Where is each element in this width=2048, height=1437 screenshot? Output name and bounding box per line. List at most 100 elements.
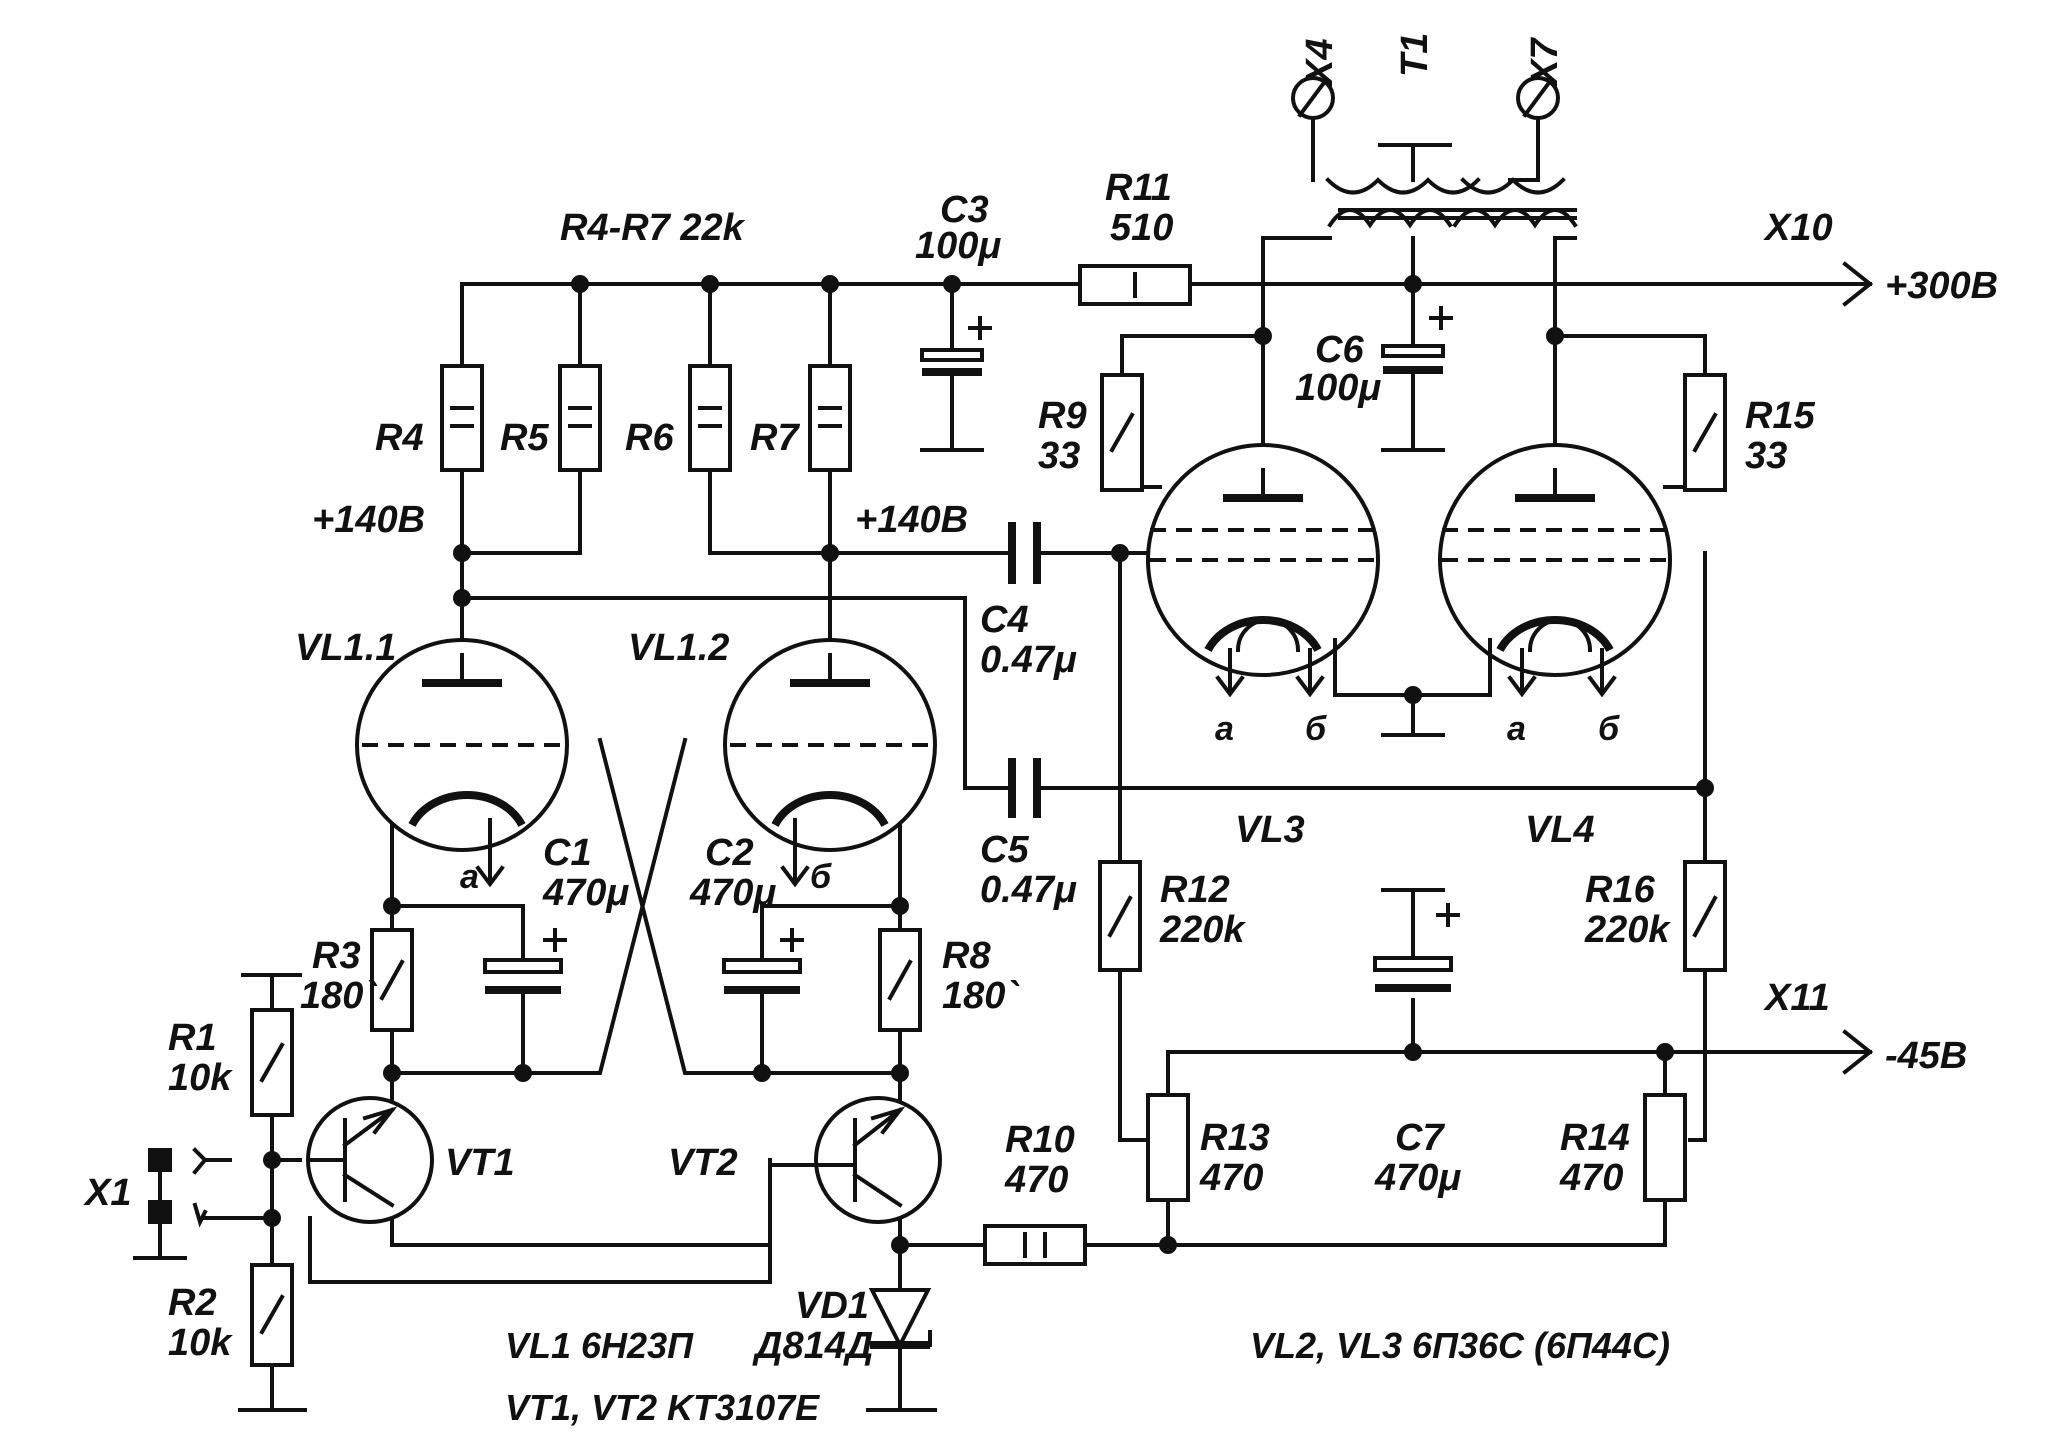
r4-name: R4 [375,417,424,459]
c1-value: 470μ [542,872,629,914]
r11-value: 510 [1110,207,1173,249]
vl3-pin-a: а [1215,710,1234,748]
vl1-type-note: VL1 6Н23П [505,1325,694,1366]
c7-value: 470μ [1374,1157,1461,1199]
r3-value: 180` [300,975,377,1017]
c4-name: C4 [980,599,1029,641]
terminal-x4 [1291,76,1335,120]
minus45-label: -45В [1885,1035,1967,1077]
resistor-r12 [1098,860,1142,972]
vt-type-note: VT1, VT2 KT3107E [505,1387,820,1428]
c1-name: C1 [543,832,592,874]
vl3-pin-b: б [1305,710,1327,748]
junction-dots [263,275,1714,1254]
r15-name: R15 [1745,395,1816,437]
r10-name: R10 [1005,1119,1075,1161]
r8-name: R8 [942,935,991,977]
tube-vl3 [1146,443,1380,698]
resistors [250,264,1727,1367]
vl3-label: VL3 [1235,809,1305,851]
resistor-r6 [688,364,732,472]
r16-name: R16 [1585,869,1656,911]
r8-value: 180` [942,975,1019,1017]
vd1-name: VD1 [795,1285,869,1327]
c5-name: C5 [980,829,1029,871]
resistor-r7 [808,364,852,472]
r5-name: R5 [500,417,549,459]
c5-value: 0.47μ [980,869,1077,911]
resistor-r3 [370,928,414,1032]
plus300-label: +300В [1885,265,1998,307]
resistor-r8 [878,928,922,1032]
x4-label: X4 [1299,39,1341,87]
x10-label: X10 [1763,207,1833,249]
x1-label: X1 [83,1172,131,1214]
vd1-type: Д814Д [752,1325,873,1367]
transformer-t1 [1261,118,1578,240]
c4-value: 0.47μ [980,639,1077,681]
capacitor-c7 [1373,903,1460,992]
r13-name: R13 [1200,1117,1270,1159]
resistor-r1 [250,1008,294,1117]
r10-value: 470 [1004,1159,1068,1201]
vl1-1-label: VL1.1 [295,627,396,669]
t1-label: T1 [1394,33,1436,77]
resistor-r10 [983,1224,1087,1266]
vl23-type-note: VL2, VL3 6П36С (6П44С) [1250,1325,1670,1366]
r14-name: R14 [1560,1117,1630,1159]
r1-name: R1 [168,1017,217,1059]
tube-vl1-1 [355,638,569,888]
r9-value: 33 [1038,435,1080,477]
r7-name: R7 [750,417,800,459]
r9-name: R9 [1038,395,1087,437]
c7-name: C7 [1395,1117,1445,1159]
c2-value: 470μ [689,872,776,914]
transistors [306,1096,942,1224]
resistor-r5 [558,364,602,472]
r16-value: 220k [1584,909,1671,951]
vt2-label: VT2 [668,1142,738,1184]
c6-name: C6 [1315,329,1364,371]
tube-vl4 [1438,443,1672,698]
c6-value: 100μ [1295,367,1381,409]
vl4-pin-b: б [1598,710,1620,748]
resistor-r2 [250,1263,294,1367]
c3-value: 100μ [915,225,1001,267]
resistor-r13 [1146,1093,1190,1202]
diode-vd1 [868,1288,932,1350]
vl1-1-pin-a: а [460,858,479,896]
vl1-2-pin-b: б [810,858,832,896]
capacitor-c4 [1008,522,1041,584]
transistor-vt2 [803,1096,942,1224]
resistor-r11 [1078,264,1192,306]
r15-value: 33 [1745,435,1787,477]
r6-name: R6 [625,417,674,459]
capacitors [483,306,1460,994]
capacitor-c1 [483,928,567,994]
r2-name: R2 [168,1282,217,1324]
x11-label: X11 [1763,977,1830,1019]
terminals [1291,76,1560,120]
capacitor-c6 [1381,306,1453,374]
capacitor-c5 [1008,758,1041,818]
resistor-r15 [1683,373,1727,492]
vl1-2-label: VL1.2 [628,627,729,669]
r13-value: 470 [1199,1157,1263,1199]
capacitor-c3 [920,316,992,376]
r12-name: R12 [1160,869,1230,911]
resistor-r9 [1100,373,1144,492]
plus140-left-label: +140В [312,499,425,541]
bus-note: R4-R7 22k [560,207,746,249]
resistor-r16 [1683,860,1727,972]
r14-value: 470 [1559,1157,1623,1199]
c2-name: C2 [705,832,754,874]
r1-value: 10k [168,1057,233,1099]
r12-value: 220k [1159,909,1246,951]
vl4-label: VL4 [1525,809,1595,851]
jack-x1 [148,1147,208,1228]
tube-vl1-2 [723,638,937,888]
r11-name: R11 [1105,167,1172,209]
c3-name: C3 [940,189,989,231]
terminal-x7 [1516,76,1560,120]
